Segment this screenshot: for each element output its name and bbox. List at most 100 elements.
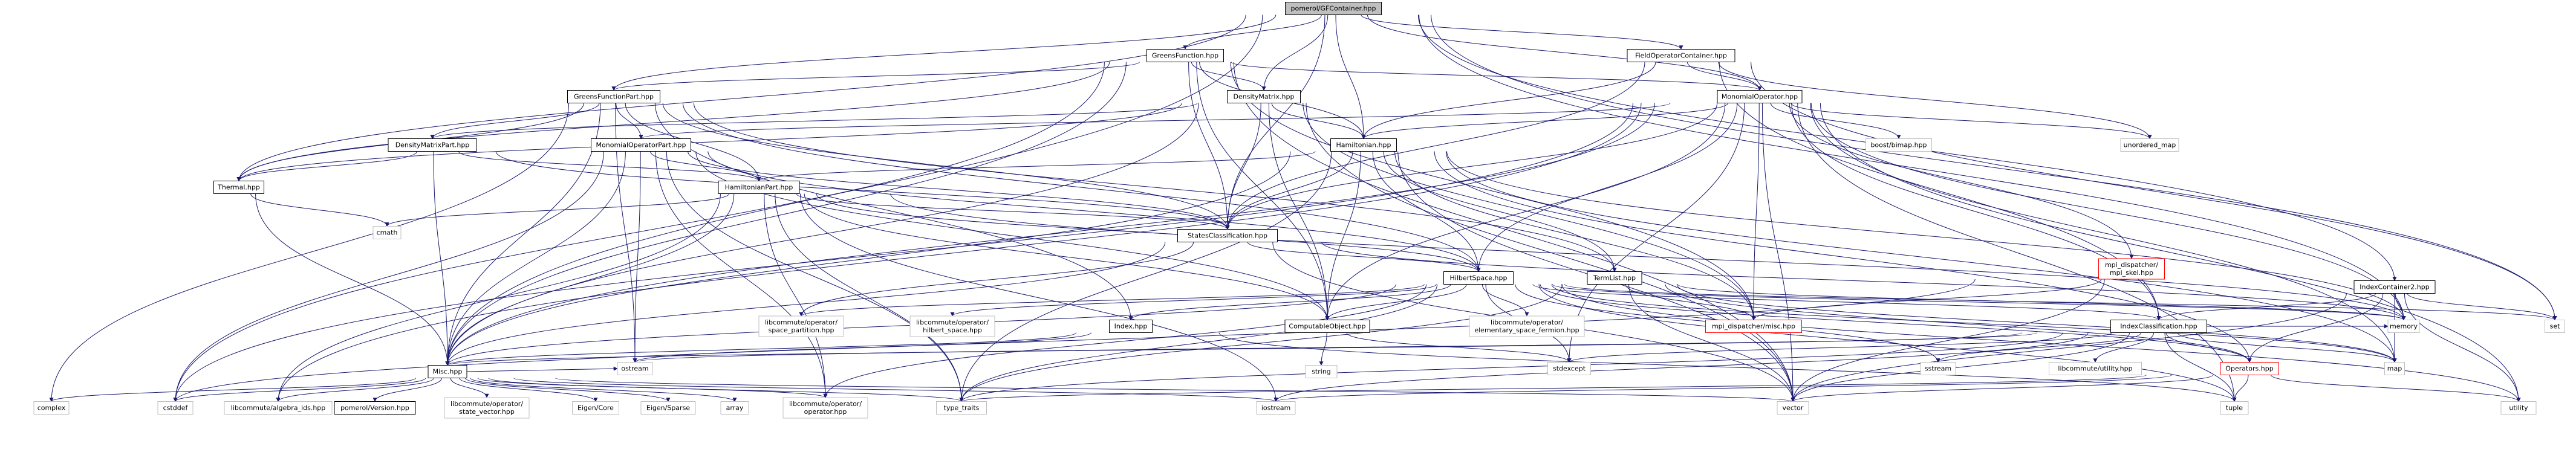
edge-mpiskel-to-vector: [1791, 279, 2105, 402]
node-label: DensityMatrix.hpp: [1234, 93, 1295, 101]
edge-mo-to-misc: [445, 103, 1655, 366]
node-label: utility: [2509, 404, 2528, 412]
node-root[interactable]: pomerol/GFContainer.hpp: [1285, 2, 1382, 15]
edge-misc-to-array: [470, 378, 737, 402]
edge-misc-to-lc_alg: [276, 378, 435, 402]
node-label: libcommute/operator/space_partition.hpp: [765, 318, 838, 334]
edge-gf-to-mo: [1231, 62, 1762, 91]
edge-root-to-set: [1431, 15, 2557, 321]
edge-foc-to-ham: [1361, 62, 1656, 140]
edge-mop-to-misc: [445, 151, 626, 366]
node-hs[interactable]: HilbertSpace.hpp: [1443, 271, 1514, 285]
node-co[interactable]: ComputableObject.hpp: [1284, 320, 1370, 333]
edge-mo-to-tuple: [1797, 103, 2237, 402]
node-dm[interactable]: DensityMatrix.hpp: [1227, 90, 1301, 103]
node-version[interactable]: pomerol/Version.hpp: [334, 401, 416, 415]
node-tl[interactable]: TermList.hpp: [1587, 271, 1642, 285]
node-label: HamiltonianPart.hpp: [725, 184, 793, 192]
edge-mo-to-sc: [1225, 103, 1718, 230]
edge-misc-to-eigensparse: [464, 378, 671, 402]
node-label: ComputableObject.hpp: [1289, 323, 1365, 331]
edge-hs-to-index: [1128, 284, 1451, 321]
edge-co-to-stddexcept: [1346, 332, 1572, 363]
edge-icls-to-iostream: [1273, 332, 2089, 402]
edge-hs-to-typetraits: [959, 284, 1438, 402]
node-lc_sp: libcommute/operator/space_partition.hpp: [758, 315, 844, 337]
node-ic2[interactable]: IndexContainer2.hpp: [2353, 280, 2436, 294]
node-label: mpi_dispatcher/mpi_skel.hpp: [2105, 261, 2158, 277]
node-string: string: [1305, 365, 1338, 378]
node-hp[interactable]: HamiltonianPart.hpp: [718, 181, 800, 194]
edge-mo-to-lc_alg: [276, 103, 1642, 402]
edge-foc-to-mo: [1686, 62, 1762, 91]
node-mpimisc[interactable]: mpi_dispatcher/misc.hpp: [1705, 320, 1802, 333]
node-icls[interactable]: IndexClassification.hpp: [2110, 320, 2207, 333]
node-gf[interactable]: GreensFunction.hpp: [1147, 49, 1224, 62]
node-box: [720, 401, 749, 415]
edge-ham-to-tl: [1383, 151, 1617, 273]
edge-gf-to-co: [1196, 62, 1330, 321]
edge-thermal-to-cmath: [250, 193, 389, 227]
node-label: string: [1312, 368, 1331, 376]
edge-ops-to-typetraits: [960, 375, 2147, 402]
node-stddexcept: stdexcept: [1547, 362, 1591, 375]
node-thermal[interactable]: Thermal.hpp: [213, 181, 264, 194]
edge-mop-to-hp: [650, 151, 761, 182]
node-cstddef: cstddef: [157, 401, 194, 415]
edge-hs-to-icls: [1532, 284, 2161, 321]
node-label: cstddef: [163, 404, 189, 412]
node-box: [2220, 401, 2249, 415]
edge-mop-to-cstddef: [173, 151, 604, 402]
node-index[interactable]: Index.hpp: [1109, 320, 1153, 333]
node-dmp[interactable]: DensityMatrixPart.hpp: [388, 138, 477, 152]
node-label: libcommute/algebra_ids.hpp: [231, 404, 326, 412]
node-mo[interactable]: MonomialOperator.hpp: [1717, 90, 1803, 103]
node-mpiskel[interactable]: mpi_dispatcher/mpi_skel.hpp: [2098, 258, 2165, 280]
edge-hs-to-tuple: [1538, 284, 2237, 402]
edge-ham-to-mpimisc: [1394, 151, 1756, 321]
edge-ops-to-iostream: [1273, 375, 2172, 402]
node-label: DensityMatrixPart.hpp: [395, 141, 470, 149]
edge-mo-to-map: [1810, 103, 2397, 363]
node-label: Thermal.hpp: [217, 184, 260, 192]
node-label: boost/bimap.hpp: [1870, 141, 1927, 149]
edge-mo-to-bimap: [1770, 103, 1901, 140]
edge-gf-to-thermal: [236, 62, 1110, 182]
node-label: IndexClassification.hpp: [2120, 323, 2197, 331]
node-misc[interactable]: Misc.hpp: [428, 365, 467, 378]
node-label: MonomialOperatorPart.hpp: [596, 141, 686, 149]
node-ham[interactable]: Hamiltonian.hpp: [1330, 138, 1397, 152]
node-label: mpi_dispatcher/misc.hpp: [1712, 323, 1795, 331]
node-box: [640, 401, 696, 415]
edge-ic2-to-memory: [2395, 293, 2406, 321]
node-label: cmath: [377, 229, 398, 237]
edge-gfp-to-sc: [662, 103, 1230, 230]
node-sc[interactable]: StatesClassification.hpp: [1177, 229, 1278, 242]
edge-mop-to-ostream: [633, 151, 641, 363]
edge-mo-to-stddexcept: [1567, 103, 1745, 363]
edge-foc-to-set: [1751, 62, 2557, 321]
node-label: Index.hpp: [1114, 323, 1148, 331]
edge-misc-to-ostream: [466, 366, 618, 372]
node-foc[interactable]: FieldOperatorContainer.hpp: [1627, 49, 1735, 62]
node-box: [1443, 271, 1514, 285]
node-box: [1627, 49, 1735, 62]
node-mop[interactable]: MonomialOperatorPart.hpp: [591, 138, 691, 152]
edge-root-to-mo: [1367, 15, 1762, 91]
edge-mo-to-co: [1325, 103, 1726, 321]
node-box: [1547, 362, 1591, 375]
node-box: [2387, 320, 2420, 333]
node-label: Eigen/Core: [577, 404, 614, 412]
edge-ham-to-memory: [1446, 151, 2406, 321]
node-lc_hs: libcommute/operator/hilbert_space.hpp: [909, 315, 995, 337]
node-box: [936, 401, 987, 415]
edge-hs-to-utility: [1561, 284, 2521, 402]
node-gfp[interactable]: GreensFunctionPart.hpp: [567, 90, 660, 103]
edge-thermal-to-misc: [255, 193, 450, 366]
node-box: [157, 401, 194, 415]
edge-hp-to-lc_alg: [276, 193, 721, 402]
edge-hs-to-set: [1564, 284, 2557, 321]
edge-ic2-to-set: [2407, 293, 2557, 321]
node-ops[interactable]: Operators.hpp: [2220, 362, 2279, 375]
edge-ham-to-hs: [1372, 151, 1481, 273]
